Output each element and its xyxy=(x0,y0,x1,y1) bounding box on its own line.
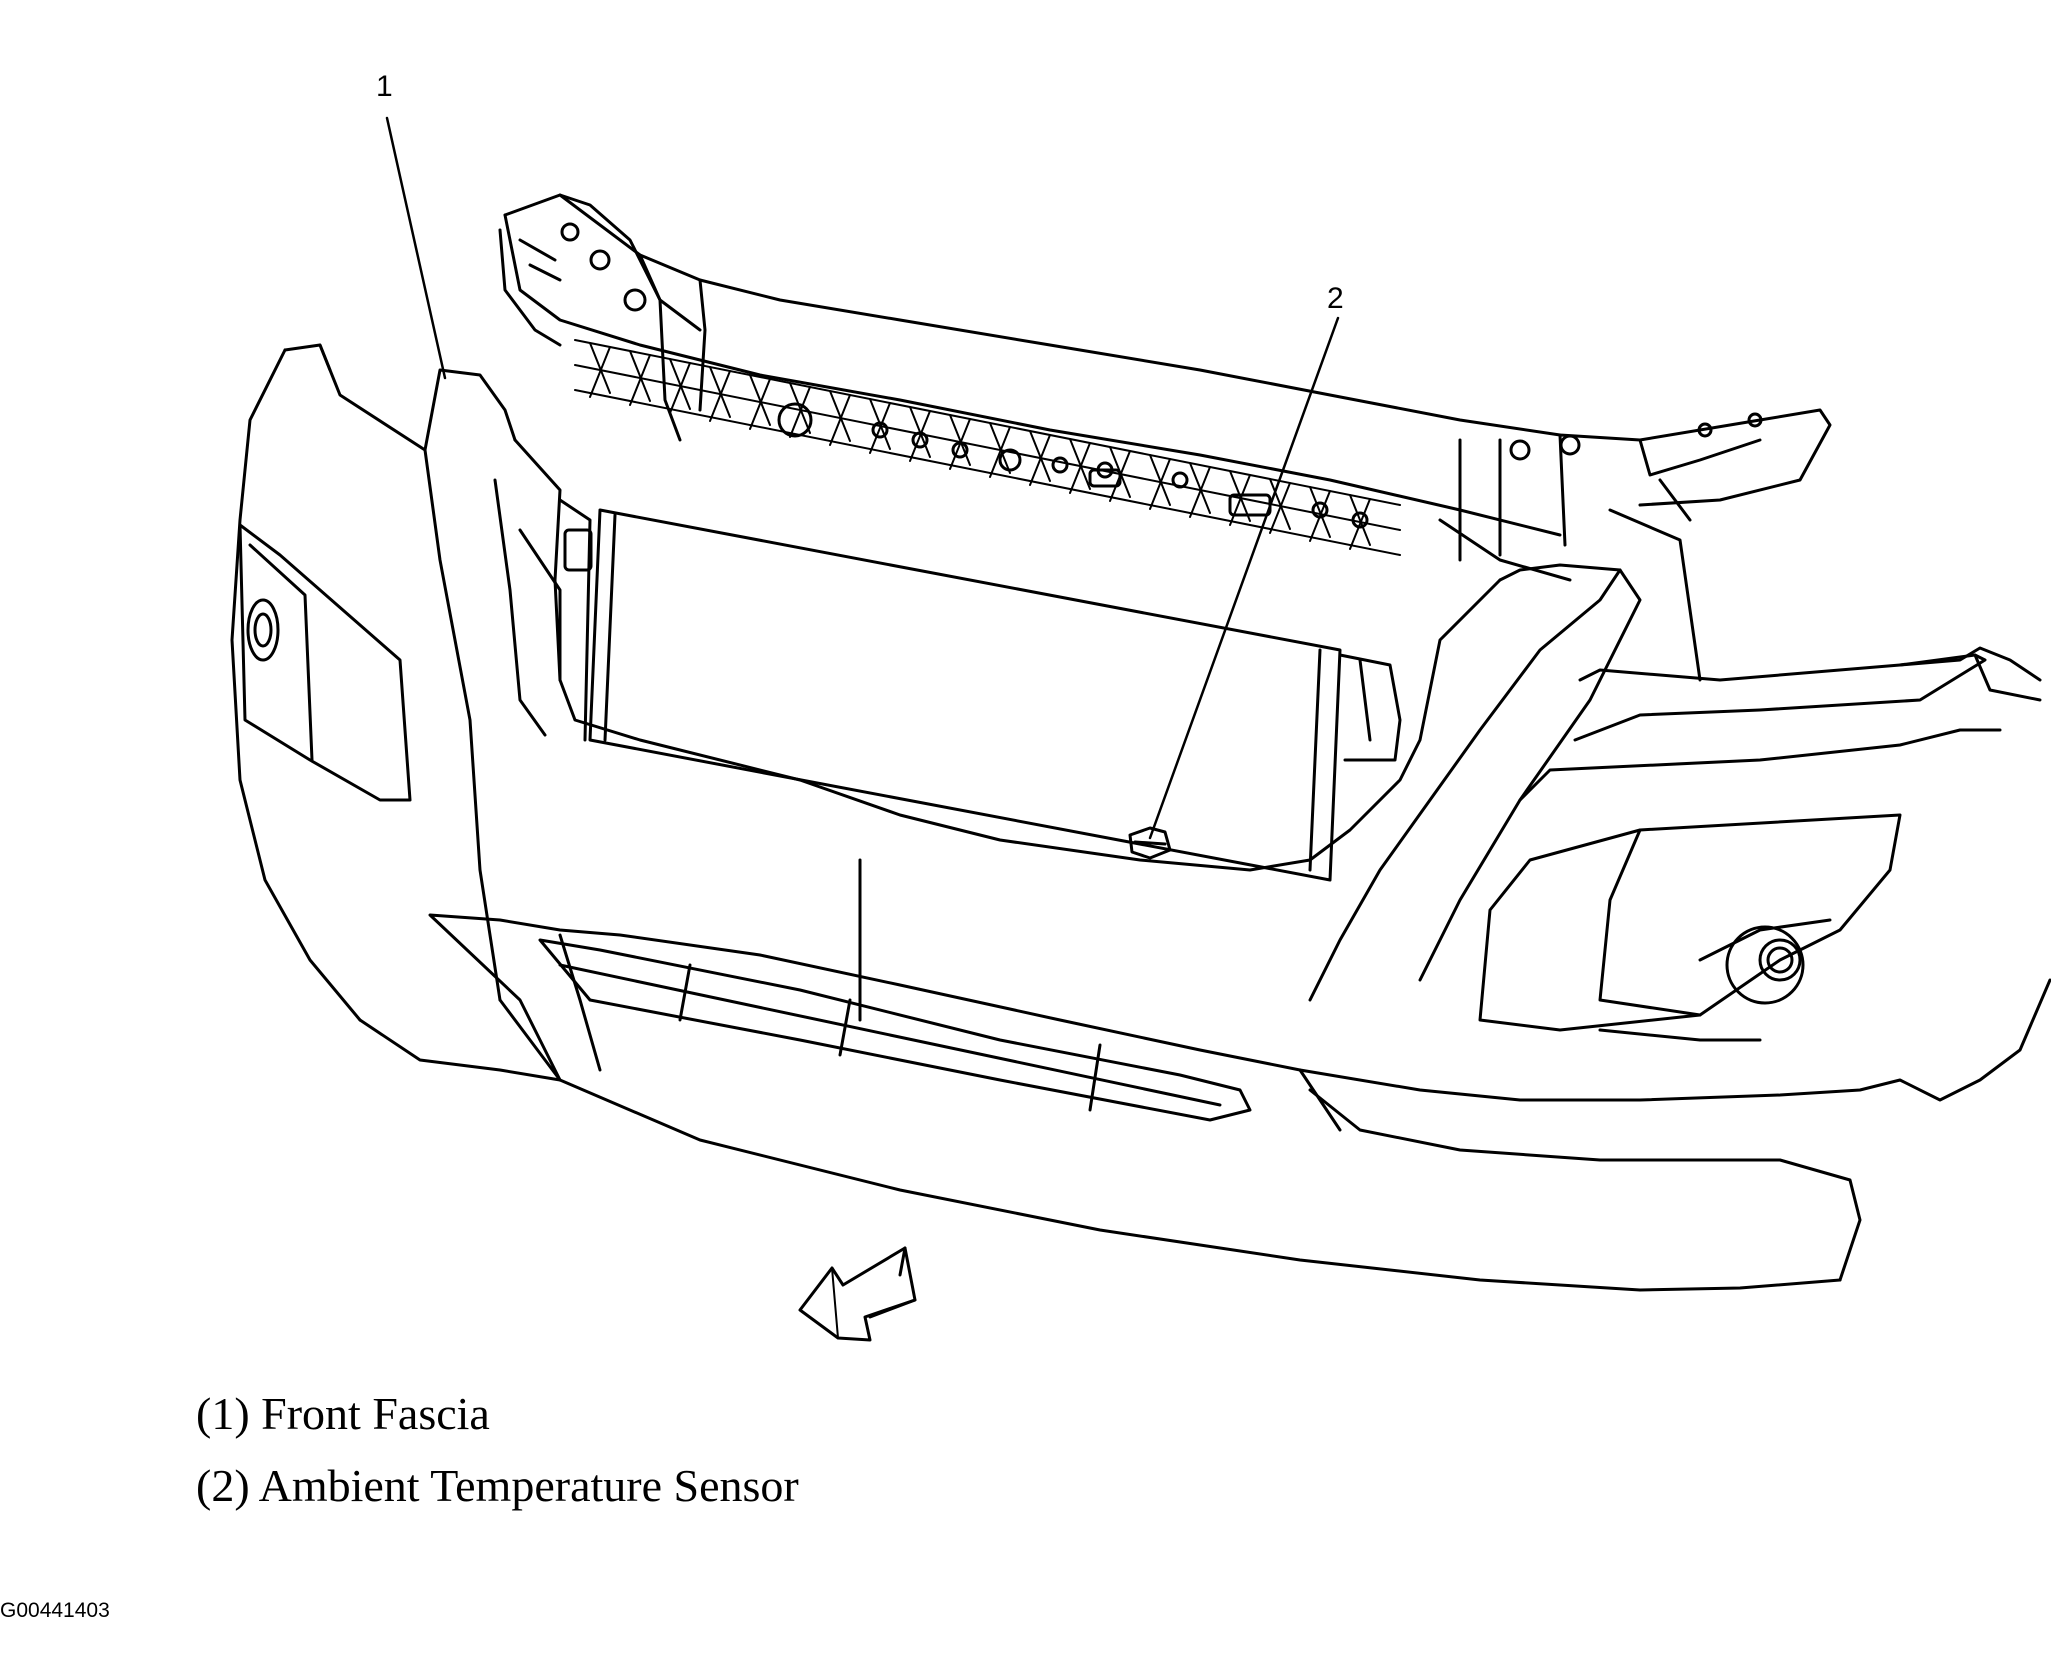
callout-2: 2 xyxy=(1327,282,1344,315)
legend: (1) Front Fascia (2) Ambient Temperature… xyxy=(196,1378,799,1522)
legend-item-ambient-temperature-sensor: (2) Ambient Temperature Sensor xyxy=(196,1460,799,1511)
grille-mesh xyxy=(574,339,1401,556)
leader-line-1 xyxy=(385,116,447,380)
front-fascia xyxy=(230,343,2051,1292)
radiator xyxy=(518,498,1402,882)
front-direction-arrow-icon xyxy=(798,1246,917,1342)
leader-lines xyxy=(385,116,1340,840)
legend-item-front-fascia: (1) Front Fascia xyxy=(196,1388,490,1439)
leader-line-2 xyxy=(1148,316,1340,840)
radiator-support xyxy=(498,193,1832,682)
figure-id: G00441403 xyxy=(0,1599,110,1622)
callout-1: 1 xyxy=(376,70,393,103)
